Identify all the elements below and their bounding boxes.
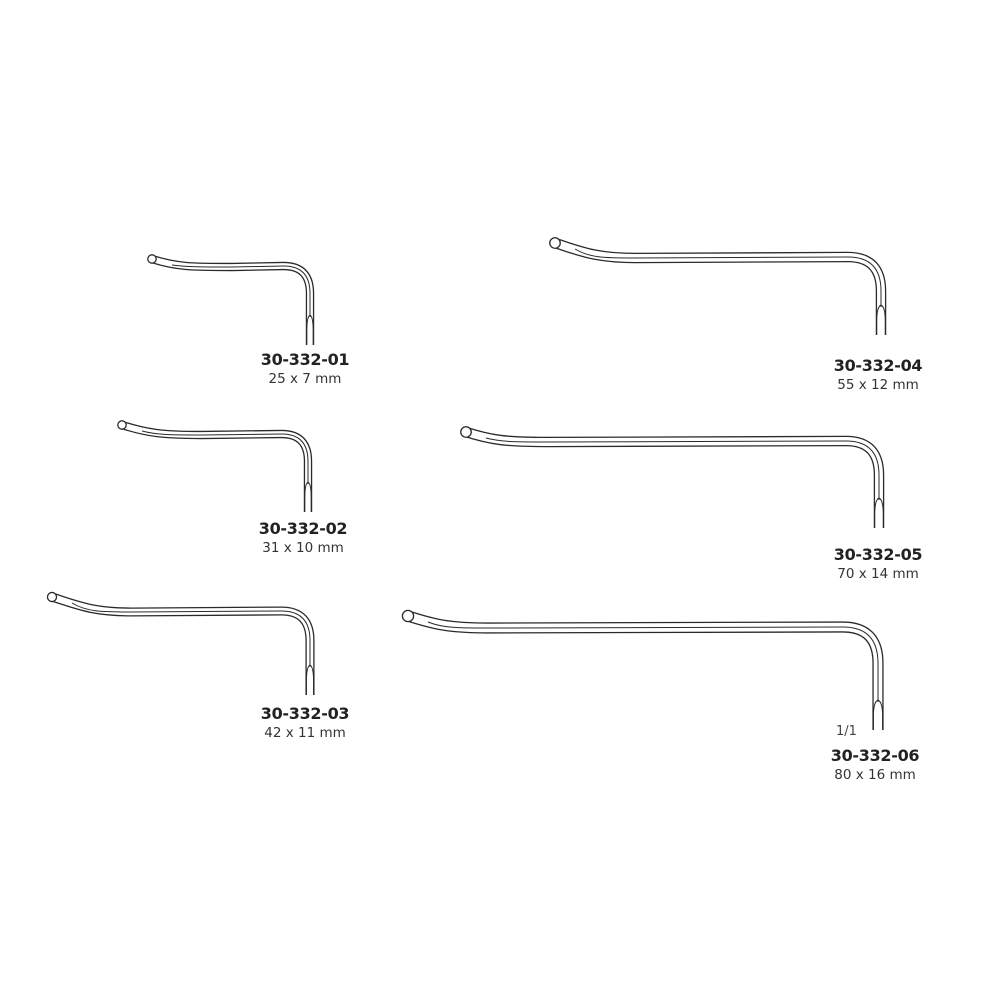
retractor-centerline [71, 602, 311, 667]
retractor-tip [117, 420, 127, 430]
product-code: 30-332-06 [830, 746, 920, 765]
instrument-label-4: 30-332-04 55 x 12 mm [834, 356, 923, 394]
retractor-tip [460, 426, 472, 438]
retractor-tip [147, 254, 157, 264]
instrument-label-1: 30-332-01 25 x 7 mm [261, 350, 350, 388]
instrument-label-3: 30-332-03 42 x 11 mm [261, 704, 350, 742]
retractor-centerline [141, 430, 309, 484]
retractor-centerline [574, 248, 882, 307]
retractor-outline [406, 610, 884, 730]
retractor-outline [464, 426, 885, 528]
retractor-5 [460, 426, 885, 528]
product-size: 55 x 12 mm [837, 377, 919, 393]
retractor-blade [305, 664, 315, 695]
product-code: 30-332-01 [260, 350, 350, 369]
retractor-2 [117, 420, 313, 512]
retractor-4 [549, 237, 887, 335]
retractor-6 [401, 609, 884, 730]
retractor-centerline [427, 621, 879, 702]
retractor-centerline [485, 437, 880, 500]
retractor-tip [46, 591, 58, 603]
instrument-label-2: 30-332-02 31 x 10 mm [259, 519, 348, 557]
retractor-1 [147, 254, 315, 345]
product-size: 70 x 14 mm [837, 566, 919, 582]
retractor-blade [874, 497, 884, 528]
scale-label: 1/1 [836, 724, 857, 739]
retractor-tip [401, 609, 415, 623]
retractor-blade [876, 304, 886, 335]
retractor-outline [150, 254, 315, 345]
retractor-blade [872, 699, 884, 730]
retractor-blade [306, 314, 314, 345]
retractor-tip [549, 237, 561, 249]
retractor-centerline [171, 264, 311, 317]
product-size: 80 x 16 mm [834, 767, 916, 783]
product-code: 30-332-03 [260, 704, 350, 723]
retractor-3 [46, 591, 315, 695]
instrument-label-6: 30-332-06 80 x 16 mm [831, 746, 920, 784]
product-size: 25 x 7 mm [268, 371, 342, 387]
retractor-blade [304, 481, 312, 512]
product-size: 31 x 10 mm [262, 540, 344, 556]
product-size: 42 x 11 mm [264, 725, 346, 741]
instrument-label-5: 30-332-05 70 x 14 mm [834, 545, 923, 583]
product-code: 30-332-05 [833, 545, 923, 564]
retractor-outline [120, 420, 313, 512]
product-code: 30-332-04 [833, 356, 923, 375]
retractor-body [151, 256, 313, 345]
product-code: 30-332-02 [258, 519, 348, 538]
